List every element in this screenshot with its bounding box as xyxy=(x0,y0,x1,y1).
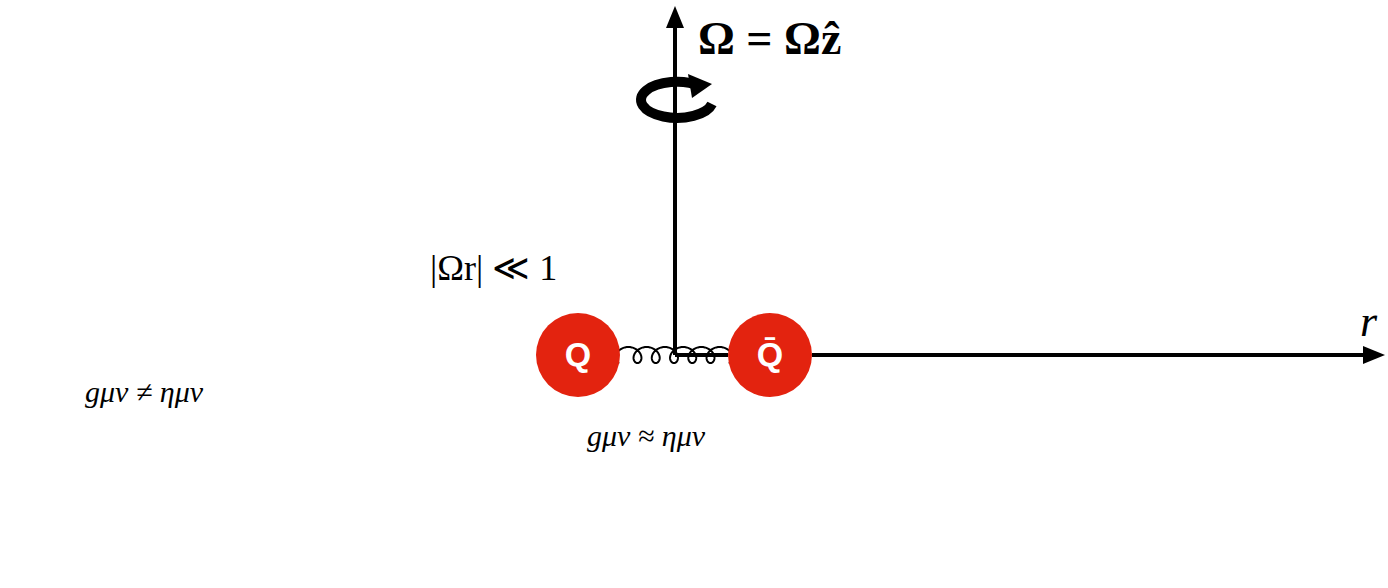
z-axis-arrowhead xyxy=(666,6,684,28)
quark-circle: Q xyxy=(536,313,620,397)
z-axis xyxy=(673,22,677,355)
particle-label: Q xyxy=(565,336,591,373)
spacetime-region: gμν ≠ ημν |Ωr| ≪ 1 gμν ≈ ημν Q Q̄ xyxy=(10,183,1332,588)
axis-label: r xyxy=(1360,298,1377,346)
region-label: gμν ≠ ημν xyxy=(85,375,203,408)
r-axis xyxy=(675,353,728,357)
r-axis xyxy=(812,353,1366,357)
ellipse-shape xyxy=(10,183,1332,588)
region-label: |Ωr| ≪ 1 xyxy=(430,249,557,289)
r-axis-arrowhead xyxy=(1363,346,1385,364)
gluon-spring xyxy=(615,347,732,363)
rotation-arrowhead xyxy=(688,74,712,98)
particle-label: Q̄ xyxy=(757,336,783,373)
antiquark-circle: Q̄ xyxy=(728,313,812,397)
region-label: gμν ≈ ημν xyxy=(587,419,705,452)
flat-region: |Ωr| ≪ 1gμν ≈ ημνQQ̄ xyxy=(380,295,968,479)
rotation-vector-label: Ω = Ωẑ xyxy=(698,14,841,65)
